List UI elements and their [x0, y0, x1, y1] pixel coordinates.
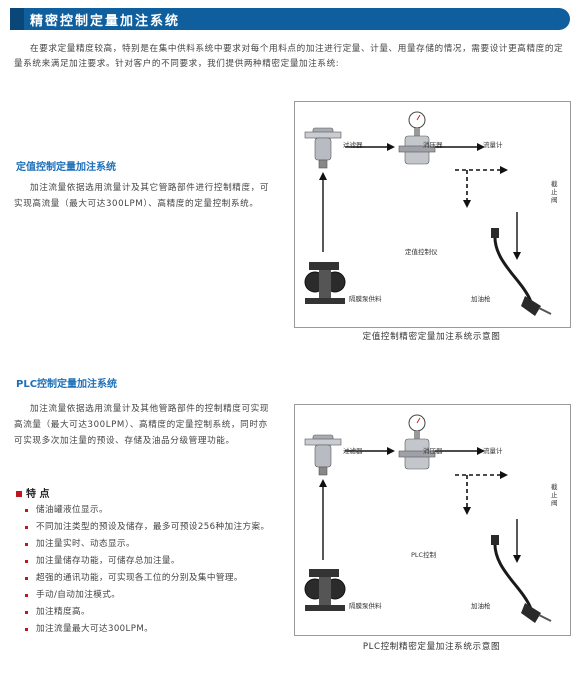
diagram-1-graphic	[304, 111, 552, 316]
intro-paragraph: 在要求定量精度较高，特别是在集中供料系统中要求对每个用料点的加注进行定量、计量、…	[14, 44, 564, 69]
list-item: 加注流量最大可达300LPM。	[24, 621, 276, 638]
list-item: 超强的通讯功能，可实现各工位的分别及集中管理。	[24, 570, 276, 587]
diaphragm-pump-icon	[304, 262, 346, 304]
section2-text: 加注流量依据选用流量计及其他管路部件的控制精度可实现高流量（最大可达300LPM…	[14, 404, 270, 446]
filter-icon	[304, 434, 342, 476]
diaphragm-pump-icon	[304, 569, 346, 611]
label-damper: 消压器	[423, 447, 443, 455]
diagram-1-caption: 定值控制精密定量加注系统示意图	[362, 332, 501, 342]
label-pump: 隔膜泵供料	[349, 602, 382, 610]
filter-icon	[304, 127, 342, 169]
label-filter: 过滤器	[343, 447, 363, 455]
list-item: 加注量实时、动态显示。	[24, 536, 276, 553]
fuel-gun-icon	[491, 228, 552, 316]
list-item: 手动/自动加注模式。	[24, 587, 276, 604]
label-damper: 消压器	[423, 141, 443, 149]
diagram-1: 过滤器 消压器 流量计 截止阀 定值控制仪 隔膜泵供料 加油枪	[294, 101, 571, 328]
diagram-2-graphic	[304, 414, 552, 623]
header-background	[10, 8, 570, 30]
label-gun: 加油枪	[471, 295, 491, 303]
label-flowmeter: 流量计	[483, 141, 503, 149]
label-gun: 加油枪	[471, 602, 491, 610]
label-filter: 过滤器	[343, 141, 363, 149]
list-item: 储油罐液位显示。	[24, 502, 276, 519]
label-controller: PLC控制	[411, 551, 437, 559]
pressure-damper-icon	[398, 414, 436, 470]
features-heading-marker	[16, 491, 22, 497]
page-title: 精密控制定量加注系统	[30, 14, 181, 29]
section1-text: 加注流量依据选用流量计及其它管路部件进行控制精度，可实现高流量（最大可达300L…	[14, 183, 270, 209]
label-shutoff: 截止阀	[551, 180, 558, 204]
diagram-2: 过滤器 消压器 流量计 截止阀 PLC控制 隔膜泵供料 加油枪	[294, 404, 571, 636]
header-bar: 精密控制定量加注系统	[0, 0, 582, 34]
features-heading: 特 点	[16, 485, 49, 500]
label-pump: 隔膜泵供料	[349, 295, 382, 303]
label-shutoff: 截止阀	[551, 483, 558, 507]
list-item: 加注量储存功能，可储存总加注量。	[24, 553, 276, 570]
diagram-2-caption: PLC控制精密定量加注系统示意图	[362, 642, 501, 652]
fuel-gun-icon	[491, 535, 552, 623]
list-item: 加注精度高。	[24, 604, 276, 621]
features-list: 储油罐液位显示。 不同加注类型的预设及储存，最多可预设256种加注方案。 加注量…	[24, 502, 276, 638]
section2-title: PLC控制定量加注系统	[16, 379, 118, 390]
label-flowmeter: 流量计	[483, 447, 503, 455]
section1-title: 定值控制定量加注系统	[16, 162, 116, 173]
header-accent	[10, 8, 24, 30]
features-heading-label: 特 点	[26, 489, 50, 500]
list-item: 不同加注类型的预设及储存，最多可预设256种加注方案。	[24, 519, 276, 536]
label-controller: 定值控制仪	[405, 248, 438, 256]
pressure-damper-icon	[398, 111, 436, 165]
